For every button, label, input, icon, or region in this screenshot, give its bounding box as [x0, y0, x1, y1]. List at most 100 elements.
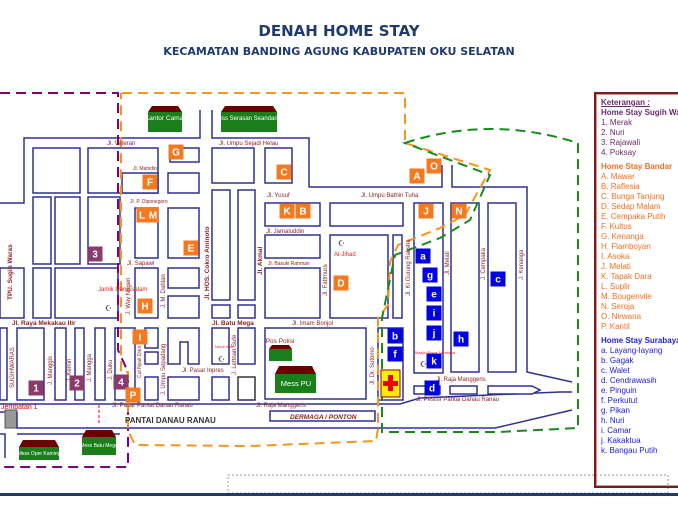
street-label: J. Cempaka: [481, 247, 487, 280]
mosque-label: Jamik Darussalam: [98, 287, 147, 293]
mosque-icon: ☪: [105, 304, 112, 313]
homestay-marker-bandar[interactable]: I: [132, 329, 148, 345]
homestay-marker-surabaya[interactable]: k: [426, 353, 442, 369]
homestay-marker-bandar[interactable]: J: [418, 203, 434, 219]
street-label: Jl. Yusuf: [267, 193, 290, 199]
sugih-waras-boundary: [0, 92, 129, 468]
legend-item: C. Bunga Tanjung: [601, 192, 665, 201]
homestay-marker-surabaya[interactable]: b: [387, 328, 403, 344]
homestay-marker-bandar[interactable]: N: [451, 203, 467, 219]
mess-oper-kaming-label: Mess Oper Kaming: [18, 451, 61, 457]
homestay-marker-bandar[interactable]: L: [136, 207, 148, 223]
street-label: Jl. Batu Mega: [212, 320, 254, 327]
legend-item: D. Sedap Malam: [601, 202, 661, 211]
street-label: Jl. Melati: [445, 251, 451, 275]
marker-box: [295, 203, 311, 219]
street-label: J. Umpu Sepadang: [161, 344, 167, 395]
street-label: Jl. Imam Bonjol: [292, 321, 333, 327]
legend-item: E. Cempaka Putih: [601, 212, 666, 221]
legend-group-sugih-waras: Home Stay Sugih Waras 1. Merak 2. Nuri 3…: [601, 108, 678, 158]
marker-box: [424, 380, 440, 396]
homestay-marker-bandar[interactable]: M: [147, 207, 159, 223]
city-blocks: [0, 147, 542, 422]
marker-label: 3: [92, 250, 98, 261]
legend-item: j. Kakaktua: [601, 436, 641, 445]
marker-label: 1: [33, 384, 39, 395]
homestay-marker-bandar[interactable]: G: [168, 144, 184, 160]
marker-box: [125, 387, 141, 403]
marker-label: K: [283, 207, 291, 218]
homestay-marker-surabaya[interactable]: f: [387, 346, 403, 362]
marker-box: [137, 298, 153, 314]
legend-group-title: Home Stay Bandar: [601, 162, 673, 171]
homestay-marker-bandar[interactable]: E: [183, 240, 199, 256]
mess-pu-label: Mess PU: [281, 379, 311, 388]
marker-box: [276, 164, 292, 180]
homestay-marker-bandar[interactable]: K: [279, 203, 295, 219]
street-label: J. Mangga: [87, 353, 93, 382]
surabaya-boundary: [381, 128, 579, 433]
homestay-marker-bandar[interactable]: B: [295, 203, 311, 219]
map-subtitle: KECAMATAN BANDING AGUNG KABUPATEN OKU SE…: [163, 45, 515, 58]
marker-box: [147, 207, 159, 223]
legend-item: H. Flamboyan: [601, 242, 651, 251]
homestay-marker-sugih-waras[interactable]: 3: [87, 246, 103, 262]
marker-box: [409, 168, 425, 184]
homestay-marker-surabaya[interactable]: g: [422, 267, 438, 283]
marker-label: F: [147, 178, 153, 189]
legend-item: g. Pikan: [601, 406, 630, 415]
street-label: Jl. Pasar Inpres: [182, 368, 224, 374]
legend-item: d. Cendrawasih: [601, 376, 657, 385]
legend-item: P. Kantil: [601, 322, 630, 331]
homestay-marker-surabaya[interactable]: h: [453, 331, 469, 347]
legend-title: Keterangan :: [601, 98, 650, 107]
homestay-marker-sugih-waras[interactable]: 4: [113, 374, 129, 390]
marker-label: a: [420, 252, 426, 263]
legend-item: f. Perkutut: [601, 396, 638, 405]
marker-label: f: [393, 350, 397, 361]
homestay-marker-surabaya[interactable]: i: [426, 305, 442, 321]
street-label: Jl. Mahidin: [133, 166, 157, 172]
mess-oper-kaming: Mess Oper Kaming: [18, 440, 61, 460]
mess-serasan: Mess Serasan Seandanan: [214, 106, 284, 132]
mess-batu-mega: Mess Batu Mega: [80, 430, 118, 455]
homestay-marker-surabaya[interactable]: d: [424, 380, 440, 396]
marker-box: [387, 328, 403, 344]
marker-label: H: [141, 302, 148, 313]
homestay-marker-bandar[interactable]: A: [409, 168, 425, 184]
street-label: Jl. Umpu Bathin Tuha: [361, 193, 419, 199]
hospital-icon: [380, 369, 401, 398]
homestay-marker-bandar[interactable]: O: [426, 158, 442, 174]
street-label: Jl. Jamaluddin: [266, 229, 304, 235]
homestay-marker-surabaya[interactable]: j: [426, 325, 442, 341]
homestay-marker-bandar[interactable]: F: [142, 174, 158, 190]
homestay-marker-surabaya[interactable]: a: [415, 248, 431, 264]
pos-polisi-label: Pos Polisi: [266, 338, 295, 345]
homestay-marker-bandar[interactable]: P: [125, 387, 141, 403]
marker-box: [87, 246, 103, 262]
homestay-marker-bandar[interactable]: C: [276, 164, 292, 180]
homestay-marker-sugih-waras[interactable]: 1: [28, 380, 44, 396]
homestay-marker-bandar[interactable]: H: [137, 298, 153, 314]
mosque-label: Al-Jihad: [334, 252, 356, 258]
marker-box: [136, 207, 148, 223]
street-label: SUGIHWARAS: [10, 347, 16, 388]
legend-item: k. Bangau Putih: [601, 446, 658, 455]
street-label: Jl. Raja Manggeris: [256, 403, 306, 409]
street-label: J. Way Negeri: [126, 278, 132, 315]
street-label: J. Lettnan Sufe: [232, 334, 238, 375]
marker-box: [426, 286, 442, 302]
marker-label: j: [432, 329, 436, 340]
marker-box: [453, 331, 469, 347]
homestay-marker-bandar[interactable]: D: [333, 275, 349, 291]
marker-label: O: [430, 162, 438, 173]
legend-group-title: Home Stay Sugih Waras: [601, 108, 678, 117]
marker-box: [387, 346, 403, 362]
marker-box: [132, 329, 148, 345]
street-label: Jl. Raja Manggeris: [436, 377, 486, 383]
homestay-marker-surabaya[interactable]: e: [426, 286, 442, 302]
homestay-marker-sugih-waras[interactable]: 2: [69, 375, 85, 391]
homestay-marker-surabaya[interactable]: c: [490, 271, 506, 287]
